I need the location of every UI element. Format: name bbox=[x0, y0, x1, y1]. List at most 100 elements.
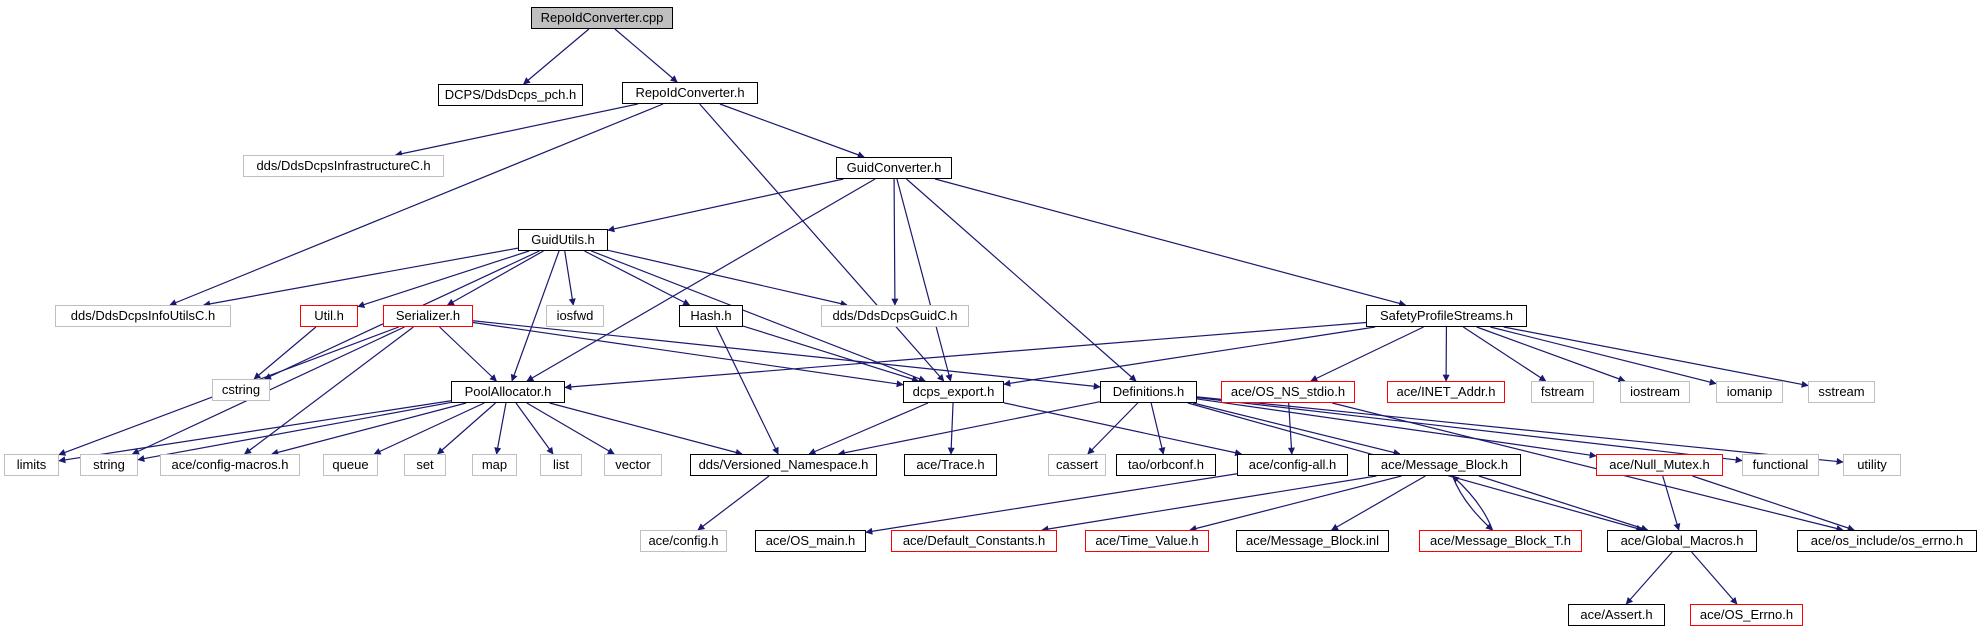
node-safetyprofilestreams-h[interactable]: SafetyProfileStreams.h bbox=[1366, 305, 1527, 327]
node-ace-message-block-inl[interactable]: ace/Message_Block.inl bbox=[1236, 530, 1389, 552]
edge-safety-to-osns bbox=[1310, 326, 1424, 382]
edge-repoid_h-to-infra bbox=[395, 103, 638, 158]
edge-guidutils-to-serializer bbox=[446, 250, 544, 306]
edge-definitions-to-functional bbox=[1196, 397, 1743, 464]
node-iomanip[interactable]: iomanip bbox=[1716, 381, 1783, 403]
edge-util-to-cstring bbox=[253, 326, 317, 380]
edge-guidutils-to-dcpsexport bbox=[591, 250, 926, 382]
edge-versioned-to-config bbox=[697, 475, 770, 531]
edge-osns-to-configall bbox=[1287, 402, 1295, 455]
edge-nullmutex-to-oserrno_inc bbox=[1692, 475, 1855, 532]
node-limits[interactable]: limits bbox=[4, 454, 59, 476]
node-ace-os-ns-stdio-h[interactable]: ace/OS_NS_stdio.h bbox=[1221, 381, 1355, 403]
edge-msgblockt-to-msgblock bbox=[1452, 475, 1493, 531]
node-cassert[interactable]: cassert bbox=[1048, 454, 1106, 476]
edge-guidutils-to-guidc bbox=[607, 249, 848, 308]
node-sstream[interactable]: sstream bbox=[1808, 381, 1875, 403]
node-definitions-h[interactable]: Definitions.h bbox=[1100, 381, 1197, 403]
node-ace-config-all-h[interactable]: ace/config-all.h bbox=[1237, 454, 1348, 476]
edge-guidconv-to-guidutils bbox=[607, 178, 844, 233]
edge-definitions-to-cassert bbox=[1087, 402, 1139, 455]
node-ace-inet-addr-h[interactable]: ace/INET_Addr.h bbox=[1387, 381, 1505, 403]
node-ddsdcpsinfoutilsc-h[interactable]: dds/DdsDcpsInfoUtilsC.h bbox=[55, 305, 231, 327]
node-ace-os-include-os-errno-h[interactable]: ace/os_include/os_errno.h bbox=[1797, 530, 1977, 552]
edge-poolalloc-to-queue bbox=[373, 402, 485, 455]
edge-guidutils-to-iosfwd bbox=[564, 250, 576, 306]
edge-guidconv-to-dcpsexport bbox=[896, 178, 953, 382]
node-iostream[interactable]: iostream bbox=[1620, 381, 1690, 403]
edge-definitions-to-msgblock bbox=[1192, 402, 1401, 456]
edge-safety-to-sstream bbox=[1503, 326, 1809, 388]
edge-hash-to-dcpsexport bbox=[742, 325, 920, 383]
edge-serializer-to-poolalloc bbox=[439, 326, 497, 382]
node-utility[interactable]: utility bbox=[1843, 454, 1901, 476]
edge-dcpsexport-to-versioned bbox=[808, 402, 929, 455]
edge-guidconv-to-definitions bbox=[906, 178, 1137, 382]
edge-dcpsexport-to-trace bbox=[947, 402, 955, 455]
node-util-h[interactable]: Util.h bbox=[300, 305, 358, 327]
node-fstream[interactable]: fstream bbox=[1531, 381, 1594, 403]
node-set[interactable]: set bbox=[404, 454, 446, 476]
edge-configall-to-osmain bbox=[865, 473, 1238, 535]
node-ace-trace-h[interactable]: ace/Trace.h bbox=[904, 454, 997, 476]
node-string[interactable]: string bbox=[80, 454, 138, 476]
node-ace-default-constants-h[interactable]: ace/Default_Constants.h bbox=[891, 530, 1057, 552]
edge-serializer-to-dcpsexport bbox=[472, 321, 904, 388]
edge-definitions-to-nullmutex bbox=[1196, 398, 1597, 459]
edge-repoid_h-to-dcpsexport bbox=[699, 103, 945, 382]
node-queue[interactable]: queue bbox=[323, 454, 378, 476]
edge-hash-to-versioned bbox=[715, 326, 779, 455]
edge-poolalloc-to-list bbox=[515, 402, 554, 455]
edge-guidutils-to-hash bbox=[584, 250, 691, 306]
node-poolallocator-h[interactable]: PoolAllocator.h bbox=[451, 381, 565, 403]
node-functional[interactable]: functional bbox=[1742, 454, 1819, 476]
edge-safety-to-fstream bbox=[1462, 326, 1547, 382]
node-iosfwd[interactable]: iosfwd bbox=[546, 305, 604, 327]
edge-msgblock-to-msgblockt bbox=[1452, 475, 1493, 531]
edge-definitions-to-orbconf bbox=[1150, 402, 1166, 455]
edge-poolalloc-to-limits bbox=[58, 400, 452, 464]
node-ace-null-mutex-h[interactable]: ace/Null_Mutex.h bbox=[1596, 454, 1723, 476]
node-map[interactable]: map bbox=[472, 454, 517, 476]
edge-definitions-to-versioned bbox=[837, 401, 1101, 457]
node-ace-config-h[interactable]: ace/config.h bbox=[640, 530, 727, 552]
edge-msgblock-to-globalmacros bbox=[1478, 475, 1649, 532]
node-ace-os-errno-h[interactable]: ace/OS_Errno.h bbox=[1690, 604, 1803, 626]
edge-root-to-ddsdcps_pch bbox=[523, 28, 590, 85]
node-vector[interactable]: vector bbox=[604, 454, 662, 476]
edge-root-to-repoid_h bbox=[614, 28, 678, 83]
node-guidutils-h[interactable]: GuidUtils.h bbox=[518, 229, 608, 251]
node-serializer-h[interactable]: Serializer.h bbox=[383, 305, 473, 327]
node-cstring[interactable]: cstring bbox=[212, 379, 270, 401]
edge-safety-to-poolalloc bbox=[564, 321, 1367, 391]
node-ace-message-block-h[interactable]: ace/Message_Block.h bbox=[1368, 454, 1521, 476]
edge-dcpsexport-to-configall bbox=[1003, 402, 1243, 457]
node-versioned-namespace-h[interactable]: dds/Versioned_Namespace.h bbox=[690, 454, 877, 476]
edge-repoid_h-to-guidconv bbox=[719, 103, 865, 159]
node-hash-h[interactable]: Hash.h bbox=[679, 305, 743, 327]
edge-msgblock-to-defconst bbox=[1041, 475, 1377, 533]
edge-serializer-to-configmacros bbox=[244, 326, 414, 455]
edge-serializer-to-definitions bbox=[472, 320, 1101, 390]
node-ace-os-main-h[interactable]: ace/OS_main.h bbox=[755, 530, 866, 552]
edge-poolalloc-to-configmacros bbox=[271, 402, 467, 456]
edge-poolalloc-to-set bbox=[436, 402, 496, 455]
node-ddsdcps-pch-h[interactable]: DCPS/DdsDcps_pch.h bbox=[438, 84, 583, 106]
node-ace-global-macros-h[interactable]: ace/Global_Macros.h bbox=[1607, 530, 1757, 552]
node-ddsdcpsinfrastructurec-h[interactable]: dds/DdsDcpsInfrastructureC.h bbox=[243, 155, 444, 177]
node-repoidconverter-h[interactable]: RepoIdConverter.h bbox=[622, 82, 758, 104]
node-guidconverter-h[interactable]: GuidConverter.h bbox=[836, 157, 952, 179]
edge-poolalloc-to-versioned bbox=[549, 402, 743, 456]
edge-definitions-to-utility bbox=[1196, 396, 1844, 465]
node-ace-config-macros-h[interactable]: ace/config-macros.h bbox=[160, 454, 300, 476]
edge-guidconv-to-poolalloc bbox=[526, 178, 876, 382]
node-ddsdcpsguidc-h[interactable]: dds/DdsDcpsGuidC.h bbox=[821, 305, 969, 327]
node-list[interactable]: list bbox=[540, 454, 582, 476]
node-ace-assert-h[interactable]: ace/Assert.h bbox=[1568, 604, 1665, 626]
edge-globalmacros-to-assert bbox=[1625, 551, 1673, 605]
node-ace-message-block-t-h[interactable]: ace/Message_Block_T.h bbox=[1419, 530, 1582, 552]
edge-guidutils-to-infoutils bbox=[203, 247, 519, 308]
node-ace-time-value-h[interactable]: ace/Time_Value.h bbox=[1085, 530, 1209, 552]
node-tao-orbconf-h[interactable]: tao/orbconf.h bbox=[1116, 454, 1216, 476]
node-dcps-export-h[interactable]: dcps_export.h bbox=[903, 381, 1004, 403]
